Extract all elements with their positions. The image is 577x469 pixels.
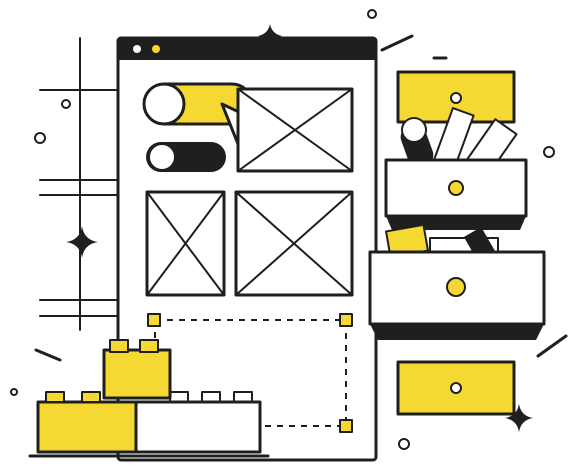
drawer-cabinet-icon bbox=[368, 70, 546, 416]
marker-icon bbox=[400, 117, 434, 168]
guide-lines bbox=[39, 37, 119, 331]
image-placeholder-right bbox=[234, 190, 354, 297]
toggle-switch-off bbox=[146, 142, 226, 172]
window-dot-icon bbox=[152, 45, 160, 53]
building-blocks-icon bbox=[28, 339, 270, 458]
window-dot-icon bbox=[133, 45, 141, 53]
decorative-dashes bbox=[34, 34, 568, 362]
decorative-dots bbox=[10, 9, 555, 450]
image-placeholder-large bbox=[236, 87, 354, 173]
image-placeholder-left bbox=[145, 190, 226, 297]
sparkle-icon bbox=[66, 24, 533, 432]
